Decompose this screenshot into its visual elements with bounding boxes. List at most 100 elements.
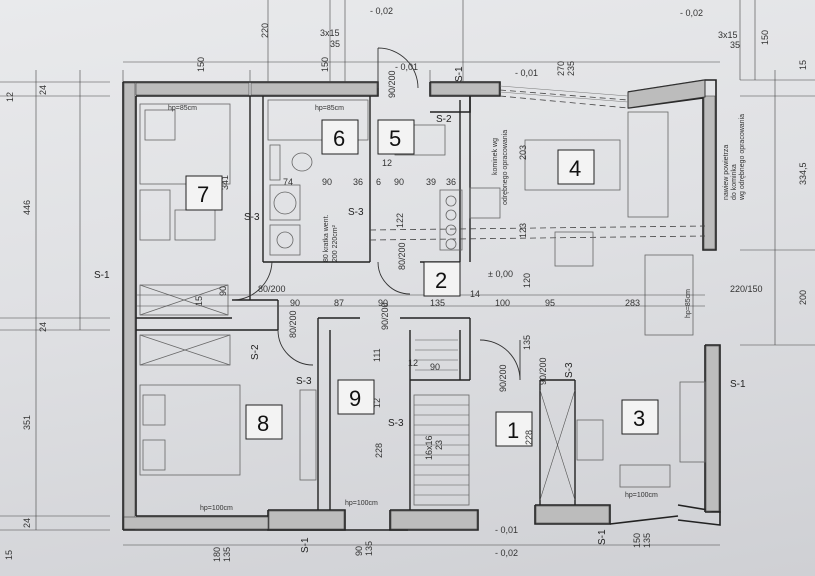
dim-220-top: 220 <box>260 23 270 38</box>
dim-14: 14 <box>470 289 480 299</box>
hp-room7: hp=85cm <box>168 105 197 112</box>
door-9020-c: 90/200 <box>498 364 508 392</box>
dim-90-bottom: 90 <box>354 546 364 556</box>
note-right-1: nawiew powietrza <box>723 145 730 200</box>
door-8020-a: 80/200 <box>258 284 286 294</box>
section-s1-bottom-a: S-1 <box>300 537 311 553</box>
section-s3-c: S-3 <box>296 376 312 387</box>
room-4: 4 <box>569 156 581 181</box>
dim-12: 12 <box>5 92 15 102</box>
dim-3345: 334,5 <box>798 162 808 185</box>
shaft-cross <box>539 389 576 501</box>
hp-room4: hp=85cm <box>685 289 692 318</box>
level-top-c: - 0,02 <box>370 6 393 16</box>
level-top-a: - 0,01 <box>395 62 418 72</box>
room-2: 2 <box>435 268 447 293</box>
room-number-labels: 1 2 3 4 5 6 7 8 9 <box>185 119 659 447</box>
section-s3-d: S-3 <box>388 418 404 429</box>
section-s1-left: S-1 <box>94 270 110 281</box>
section-s3-b: S-3 <box>348 207 364 218</box>
furniture <box>139 99 706 506</box>
room-7: 7 <box>197 182 209 207</box>
dim-135-c: 135 <box>364 541 374 556</box>
room-6: 6 <box>333 126 345 151</box>
room-1: 1 <box>507 418 519 443</box>
dim-74: 74 <box>283 177 293 187</box>
dim-22015: 220/150 <box>730 284 763 294</box>
dim-200-right: 200 <box>798 290 808 305</box>
dim-35-b: 35 <box>730 40 740 50</box>
dim-12-b: 12 <box>382 158 392 168</box>
dim-203: 203 <box>518 145 528 160</box>
dim-341: 341 <box>220 175 230 190</box>
dim-111: 111 <box>372 348 382 362</box>
dim-36-b: 36 <box>446 177 456 187</box>
dim-100: 100 <box>495 298 510 308</box>
level-marks: ± 0,00 - 0,01 - 0,01 - 0,01 - 0,02 - 0,0… <box>370 6 703 558</box>
room-3: 3 <box>633 406 645 431</box>
note-fireplace-2: odrębnego opracowania <box>502 130 509 205</box>
dim-15-left: 15 <box>4 550 14 560</box>
dim-150-top-b: 150 <box>320 57 330 72</box>
beam-lines <box>369 89 706 241</box>
dim-180: 180 <box>212 547 222 562</box>
dim-24-a: 24 <box>38 85 48 95</box>
dim-135-mid: 135 <box>522 335 532 350</box>
dim-90-b: 90 <box>394 177 404 187</box>
dim-39: 39 <box>426 177 436 187</box>
note-fireplace: kominek wg <box>492 138 499 175</box>
dim-6: 6 <box>376 177 381 187</box>
note-right-2: do kominka <box>731 164 738 200</box>
dim-24-c: 24 <box>22 518 32 528</box>
level-bottom-b: - 0,02 <box>495 548 518 558</box>
hp-room9: hp=100cm <box>345 500 378 507</box>
dim-95: 95 <box>545 298 555 308</box>
dim-228-a: 228 <box>374 443 384 458</box>
door-9020-a: 90/200 <box>387 70 397 98</box>
note-right-3: wg odrębnego opracowania <box>739 114 746 201</box>
notes: kominek wg odrębnego opracowania 80 krat… <box>323 114 746 262</box>
room-8: 8 <box>257 411 269 436</box>
door-9020-d: 90/200 <box>538 357 548 385</box>
dim-235: 235 <box>566 61 576 76</box>
dim-12-c: 12 <box>408 358 418 368</box>
dim-stair-23: 23 <box>434 440 444 450</box>
section-s1-bottom-b: S-1 <box>597 529 608 545</box>
dim-120: 120 <box>522 273 532 288</box>
dim-87: 87 <box>334 298 344 308</box>
hp-room3: hp=100cm <box>625 492 658 499</box>
door-8020-c: 80/200 <box>397 242 407 270</box>
dim-36-a: 36 <box>353 177 363 187</box>
section-s3-e: S-3 <box>564 362 575 378</box>
dim-3x15-b: 3x15 <box>718 30 738 40</box>
hp-room6: hp=85cm <box>315 105 344 112</box>
dim-123: 123 <box>518 223 528 238</box>
level-zero: ± 0,00 <box>488 269 513 279</box>
dim-150-bottom: 150 <box>632 533 642 548</box>
dim-446: 446 <box>22 200 32 215</box>
section-s2-top: S-2 <box>436 114 452 125</box>
level-bottom-a: - 0,01 <box>495 525 518 535</box>
dim-90-e: 90 <box>430 362 440 372</box>
dimension-texts: 446 351 24 24 24 12 15 334,5 200 15 150 … <box>4 23 808 562</box>
level-top-b: - 0,01 <box>515 68 538 78</box>
dimension-lines <box>0 0 815 546</box>
hp-room8: hp=100cm <box>200 505 233 512</box>
hatch-stripes-top <box>499 85 629 103</box>
dim-15-right: 15 <box>798 60 808 70</box>
section-s2-left: S-2 <box>250 344 261 360</box>
dim-12-stair: 12 <box>372 398 382 408</box>
note-vent: 80 kratka went. <box>323 214 330 262</box>
dim-90-c: 90 <box>290 298 300 308</box>
dim-3x15-a: 3x15 <box>320 28 340 38</box>
level-top-d: - 0,02 <box>680 8 703 18</box>
dim-351: 351 <box>22 415 32 430</box>
dim-150-top-a: 150 <box>196 57 206 72</box>
dim-135-b: 135 <box>222 547 232 562</box>
dim-stair-1610: 16x16 <box>424 435 434 460</box>
dim-24-b: 24 <box>38 322 48 332</box>
wall-hatch <box>123 82 720 530</box>
note-vent-2: 200 220cm² <box>332 224 339 262</box>
